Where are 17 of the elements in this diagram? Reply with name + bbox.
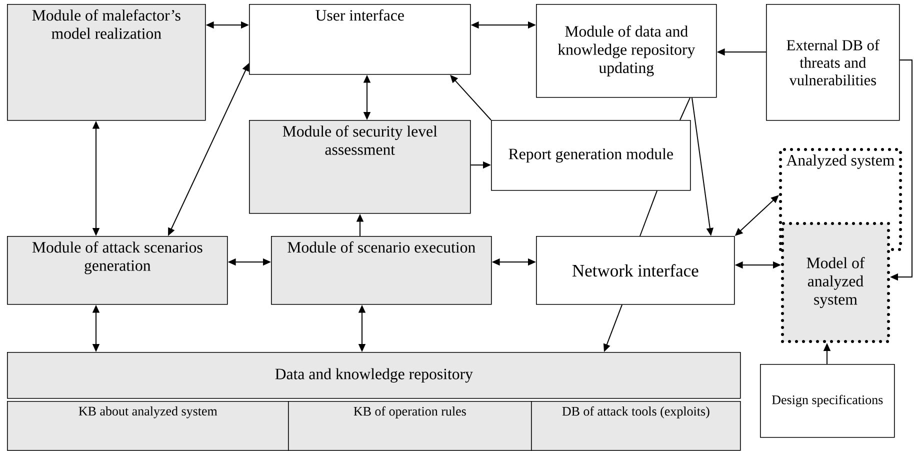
database-box: DB of attack tools (exploits)	[531, 401, 741, 451]
module-box: Module of attack scenarios generation	[7, 236, 228, 305]
document-box: Design specifications	[760, 364, 895, 438]
connector-line	[640, 190, 658, 236]
module-box: User interface	[249, 4, 471, 75]
repository-box: Data and knowledge repository	[7, 352, 741, 399]
database-box: External DB of threats and vulnerabilities	[766, 4, 900, 121]
module-box: Report generation module	[491, 120, 691, 191]
module-box: Module of scenario execution	[271, 236, 492, 305]
connector-line	[680, 97, 690, 120]
module-box: Module of security level assessment	[249, 120, 471, 214]
model-box: Model of analyzed system	[781, 222, 890, 343]
knowledge-base-box: KB of operation rules	[288, 401, 532, 451]
knowledge-base-box: KB about analyzed system	[7, 401, 289, 451]
module-box: Module of malefactor’s model realization	[7, 4, 206, 121]
module-box: Network interface	[536, 236, 735, 305]
module-box: Module of data and knowledge repository updating	[536, 4, 717, 98]
